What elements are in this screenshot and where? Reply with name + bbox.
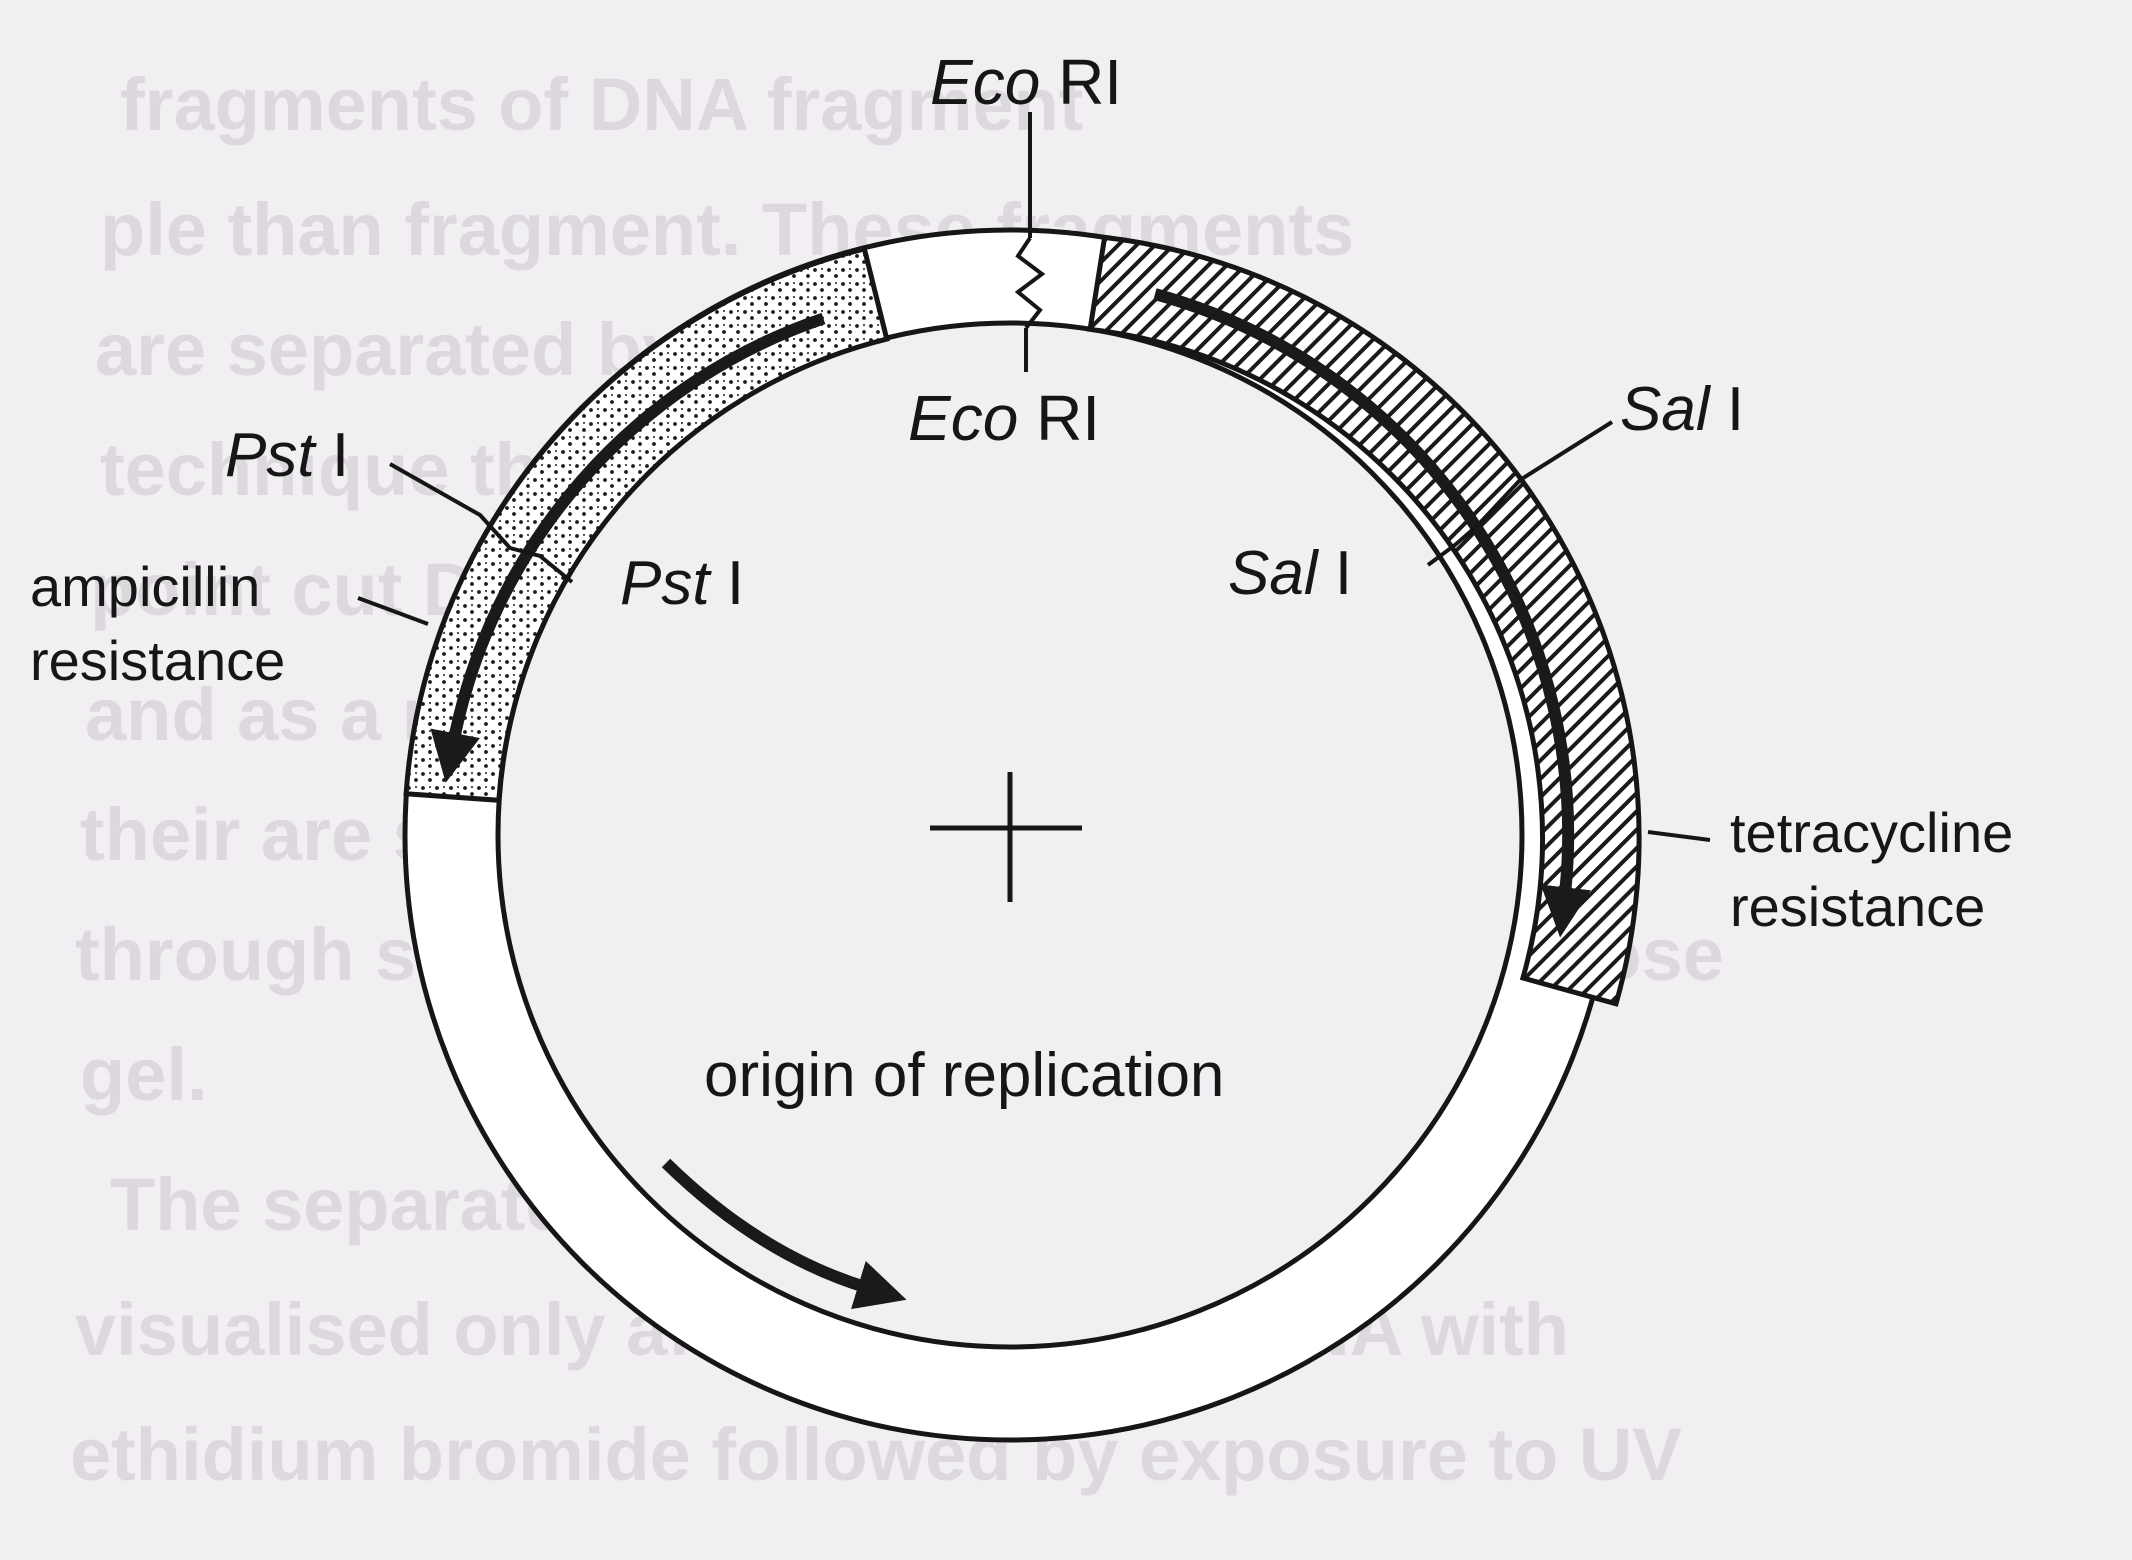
sali-site: Sal I Sal I (1228, 375, 1744, 608)
direction-arrows (430, 288, 1591, 1310)
tetracycline-direction-arrow (1153, 288, 1591, 938)
plasmid-ring (402, 227, 1642, 1443)
ampicillin-direction-arrow (430, 312, 826, 783)
ampicillin-resistance-segment (403, 245, 890, 803)
region-labels: ampicillin resistance tetracycline resis… (30, 555, 2013, 1110)
bg-line: fragments of DNA fragment (120, 63, 1083, 146)
sali-leader (1426, 420, 1614, 567)
sali-label-inner: Sal I (1228, 539, 1352, 608)
bg-line: gel. (80, 1033, 207, 1116)
ecori-cut-zigzag (1014, 236, 1046, 330)
ampicillin-label-line2: resistance (30, 629, 285, 692)
tetracycline-label-line1: tetracycline (1730, 801, 2013, 864)
psti-label-outer: Pst I (225, 421, 349, 490)
psti-label-inner: Pst I (620, 549, 744, 618)
ecori-label-top: Eco RI (930, 46, 1122, 118)
sali-label-outer: Sal I (1620, 375, 1744, 444)
origin-of-replication-label: origin of replication (704, 1041, 1224, 1110)
tetracycline-label-line2: resistance (1730, 875, 1985, 938)
ampicillin-leader (357, 596, 429, 626)
tetracycline-leader (1647, 830, 1711, 842)
psti-leader (389, 462, 574, 584)
ecori-site: Eco RI Eco RI (908, 46, 1122, 454)
psti-site: Pst I Pst I (225, 421, 744, 618)
ampicillin-label-line1: ampicillin (30, 555, 260, 618)
origin-direction-arrow (661, 1158, 907, 1310)
ecori-label-inner: Eco RI (908, 382, 1100, 454)
